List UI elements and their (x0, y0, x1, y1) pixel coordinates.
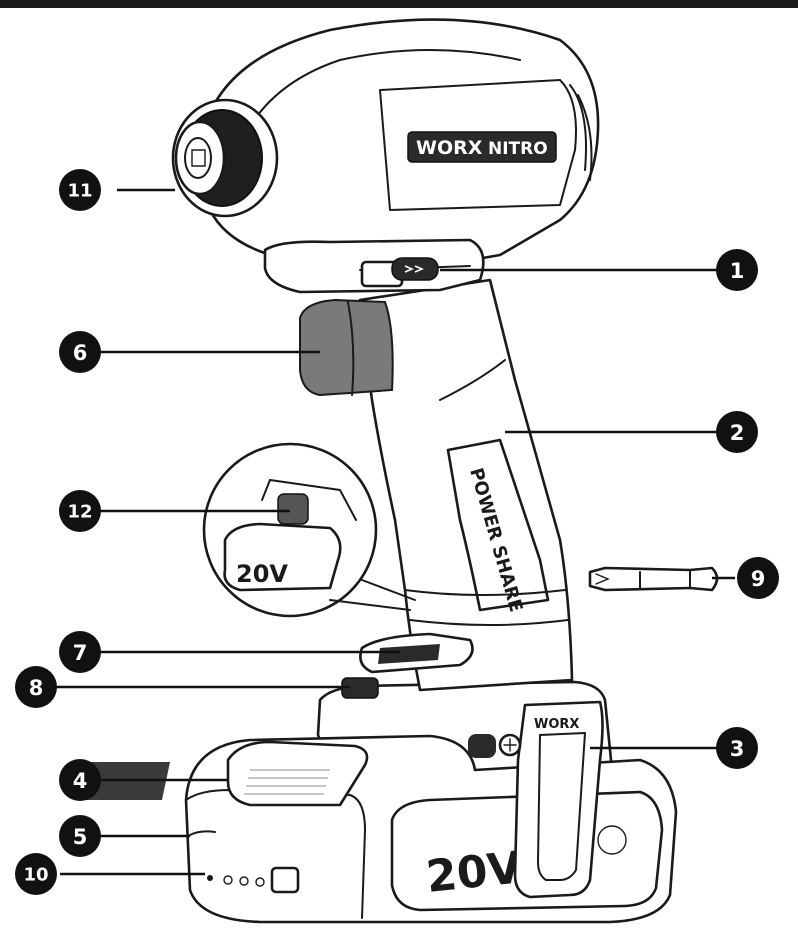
callout-4: 4 (59, 759, 101, 801)
callout-9: 9 (737, 557, 779, 599)
clip-logo: WORX (534, 717, 579, 732)
detail-battery-voltage: 20V (236, 560, 288, 588)
callout-10-number: 10 (23, 865, 48, 886)
callout-6-number: 6 (73, 341, 88, 365)
callout-11: 11 (59, 169, 101, 211)
direction-switch (360, 257, 439, 288)
charge-indicator (207, 866, 300, 894)
callout-8: 8 (15, 666, 57, 708)
callout-4-number: 4 (73, 769, 88, 793)
screwdriver-bit (588, 566, 719, 592)
callout-8-number: 8 (29, 676, 44, 700)
callout-9-number: 9 (751, 567, 766, 591)
callout-10: 10 (15, 853, 57, 895)
callout-1-number: 1 (730, 259, 745, 283)
callout-6: 6 (59, 331, 101, 373)
leader-lines (55, 188, 735, 876)
callout-5-number: 5 (73, 825, 88, 849)
callout-3: 3 (716, 727, 758, 769)
detail-inset: 20V (202, 442, 416, 618)
belt-clip: WORX (468, 700, 604, 899)
callout-7-number: 7 (73, 641, 88, 665)
series-logo: NITRO (488, 139, 548, 159)
handle: POWER SHARE (358, 278, 574, 692)
mode-button (359, 632, 474, 674)
callout-7: 7 (59, 631, 101, 673)
callout-2-number: 2 (730, 421, 745, 445)
trigger (299, 298, 394, 397)
callout-12-number: 12 (67, 502, 92, 523)
callout-2: 2 (716, 411, 758, 453)
callout-1: 1 (716, 249, 758, 291)
brand-logo: WORX (416, 137, 483, 159)
callout-11-number: 11 (67, 181, 92, 202)
top-border-bar (0, 0, 798, 8)
callout-3-number: 3 (730, 737, 745, 761)
battery-voltage-label: 20V (424, 842, 524, 903)
tool-head: WORX NITRO (198, 18, 600, 294)
chuck (171, 98, 279, 218)
callout-12: 12 (59, 490, 101, 532)
callout-5: 5 (59, 815, 101, 857)
